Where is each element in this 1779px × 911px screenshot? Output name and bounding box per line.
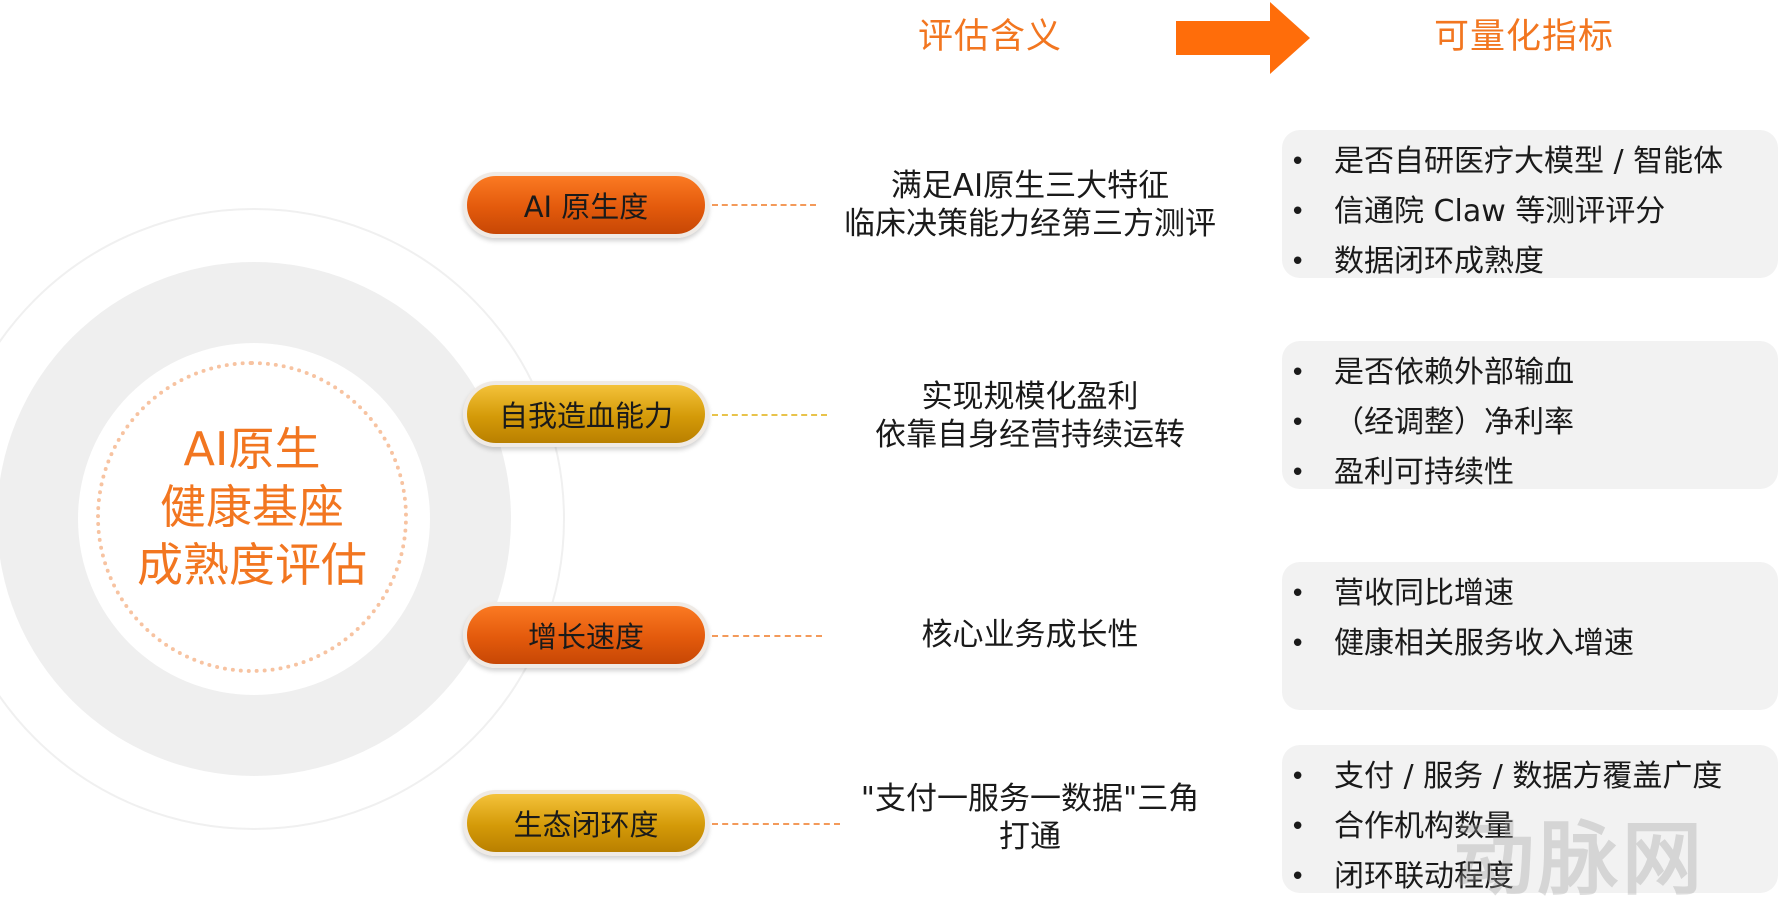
meaning-text: 核心业务成长性 [810,616,1250,654]
metric-item: 信通院 Claw 等测评评分 [1282,187,1778,237]
metric-item: 是否自研医疗大模型 / 智能体 [1282,137,1778,187]
metrics-box: 是否依赖外部输血 （经调整）净利率 盈利可持续性 [1282,341,1778,498]
meaning-text: 满足AI原生三大特征 临床决策能力经第三方测评 [810,167,1250,243]
meaning-column-title: 评估含义 [918,17,1063,57]
metrics-box: 支付 / 服务 / 数据方覆盖广度 合作机构数量 闭环联动程度 [1282,745,1778,902]
metrics-column-title: 可量化指标 [1434,17,1615,57]
meaning-line: 依靠自身经营持续运转 [875,417,1185,453]
dimension-label: 增长速度 [527,620,644,654]
metric-item: 闭环联动程度 [1282,852,1778,902]
metric-item: 是否依赖外部输血 [1282,348,1778,398]
meaning-line: 满足AI原生三大特征 [890,168,1170,204]
meaning-line: 核心业务成长性 [921,617,1139,653]
dimension-pill-ecosystem-loop: 生态闭环度 [463,790,709,856]
metric-item: 营收同比增速 [1282,569,1778,619]
dimension-pill-ai-native: AI 原生度 [463,172,709,238]
watermark: 动脉网 [1454,813,1706,906]
dimension-pill-growth-speed: 增长速度 [463,602,709,668]
meaning-line: 打通 [999,819,1061,855]
connector-line [712,204,816,206]
metric-item: （经调整）净利率 [1282,398,1778,448]
meaning-text: "支付一服务一数据"三角 打通 [810,780,1250,856]
metric-item: 支付 / 服务 / 数据方覆盖广度 [1282,752,1778,802]
metrics-box: 是否自研医疗大模型 / 智能体 信通院 Claw 等测评评分 数据闭环成熟度 [1282,130,1778,287]
metric-item: 盈利可持续性 [1282,448,1778,498]
meaning-line: 实现规模化盈利 [921,379,1139,415]
connector-line [712,414,827,416]
meaning-text: 实现规模化盈利 依靠自身经营持续运转 [810,378,1250,454]
dimension-label: AI 原生度 [523,190,649,224]
center-dotted-ring [96,361,408,673]
center-title-line: 健康基座 [160,480,344,534]
metric-item: 合作机构数量 [1282,802,1778,852]
dimension-pill-self-sustaining: 自我造血能力 [463,381,709,447]
dimension-label: 生态闭环度 [513,808,659,842]
right-arrow-icon [1176,2,1310,74]
meaning-line: 临床决策能力经第三方测评 [844,206,1216,242]
connector-line [712,635,822,637]
metric-item: 数据闭环成熟度 [1282,237,1778,287]
center-title-line: 成熟度评估 [137,538,367,592]
center-title: AI原生 健康基座 成熟度评估 [96,420,408,594]
metrics-box: 营收同比增速 健康相关服务收入增速 [1282,562,1778,710]
center-title-line: AI原生 [183,422,321,476]
metric-item: 健康相关服务收入增速 [1282,619,1778,669]
meaning-line: "支付一服务一数据"三角 [860,781,1200,817]
dimension-label: 自我造血能力 [498,399,673,433]
connector-line [712,823,840,825]
